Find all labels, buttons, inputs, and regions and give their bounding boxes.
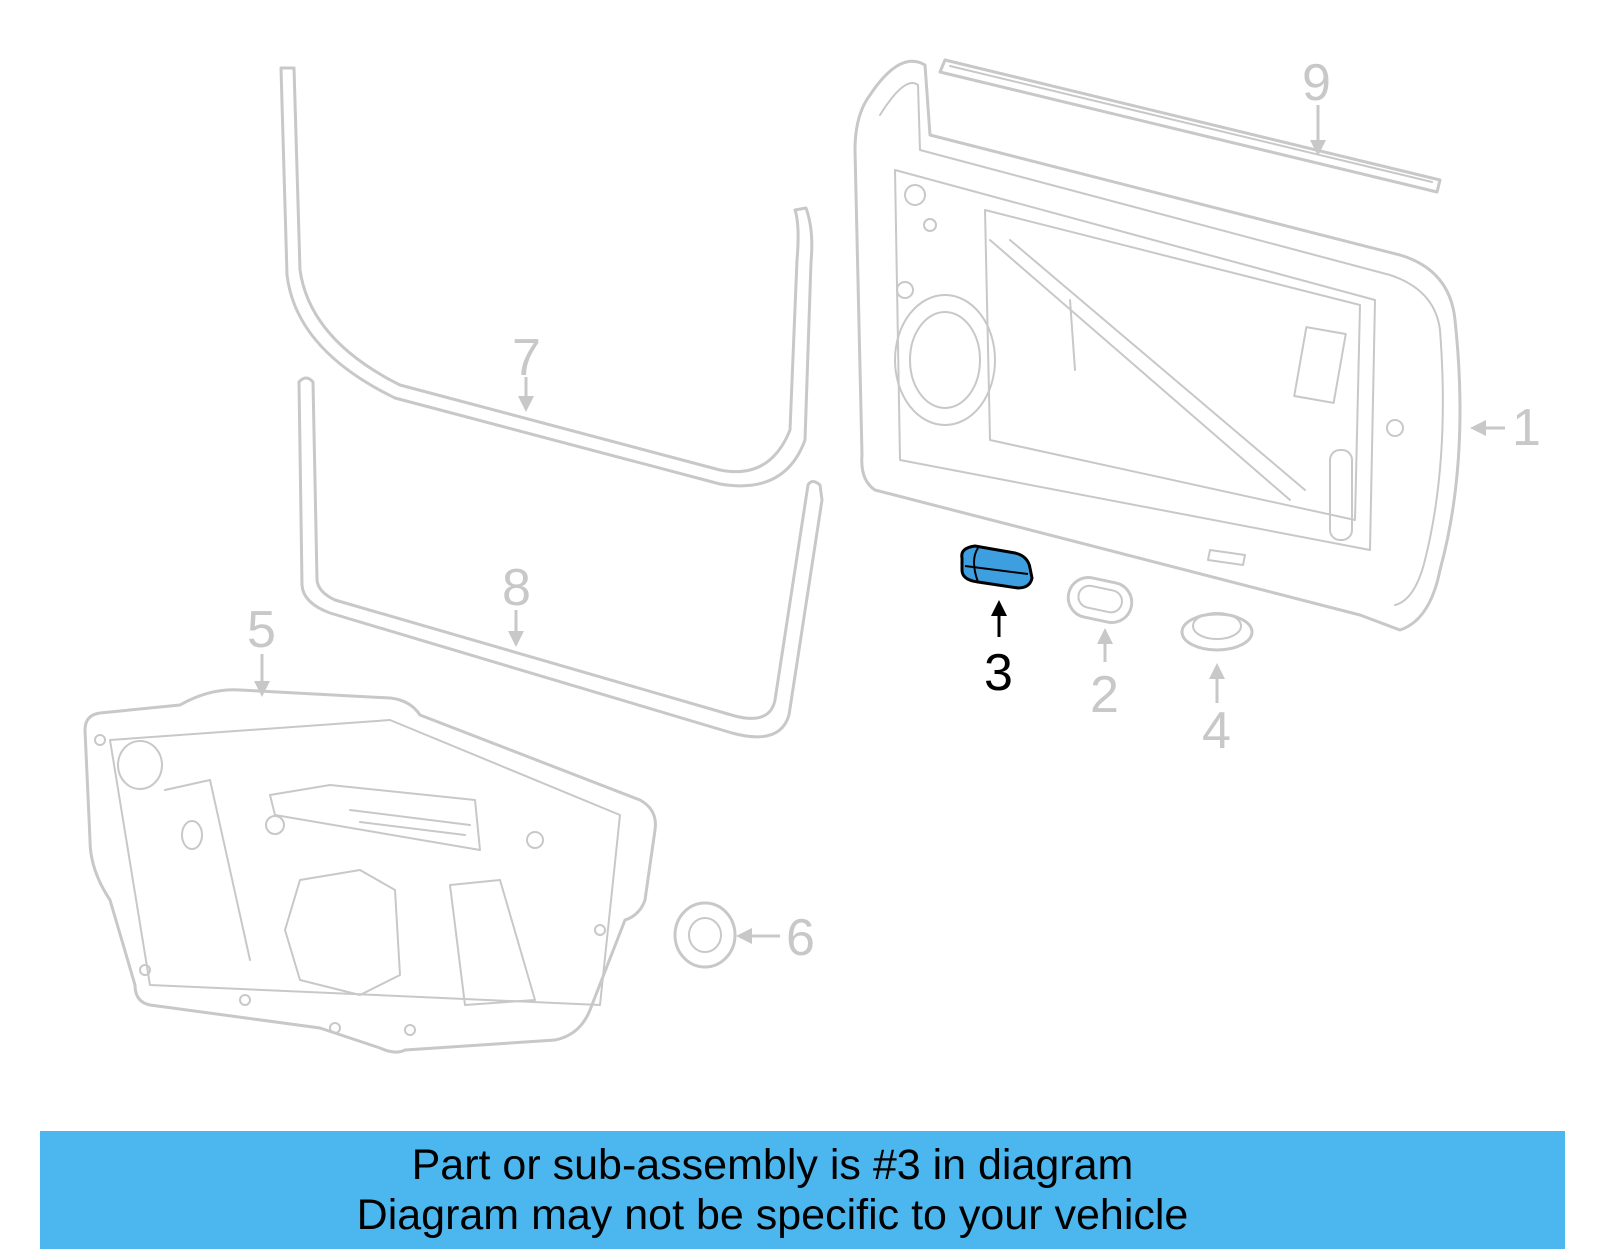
part-6-grommet: [673, 901, 737, 969]
part-7-door-seal: [279, 66, 814, 488]
callout-7: 7: [512, 329, 541, 387]
part-2-plug: [1066, 576, 1134, 624]
callout-9: 9: [1302, 54, 1331, 112]
part-4-plug: [1180, 612, 1254, 652]
callout-6: 6: [786, 909, 815, 967]
info-banner: Part or sub-assembly is #3 in diagram Di…: [40, 1131, 1565, 1249]
part-8-door-seal: [297, 376, 824, 739]
parts-diagram: 9 1 7 8 5 6 2 4 3: [83, 54, 1541, 1054]
callout-5: 5: [247, 601, 276, 659]
callout-1: 1: [1512, 399, 1541, 457]
part-3-highlighted-clip: [960, 544, 1034, 590]
part-9-window-channel: [938, 58, 1442, 194]
part-5-regulator-panel: [83, 688, 657, 1054]
part-1-door-shell: [853, 59, 1462, 632]
callout-4: 4: [1202, 702, 1231, 760]
callout-2: 2: [1090, 666, 1119, 724]
callout-numbers: 9 1 7 8 5 6 2 4 3: [247, 54, 1541, 967]
callout-3: 3: [984, 644, 1013, 702]
callout-8: 8: [502, 559, 531, 617]
banner-line-1: Part or sub-assembly is #3 in diagram: [411, 1141, 1134, 1189]
banner-line-2: Diagram may not be specific to your vehi…: [356, 1191, 1189, 1239]
leader-lines: [254, 105, 1505, 944]
